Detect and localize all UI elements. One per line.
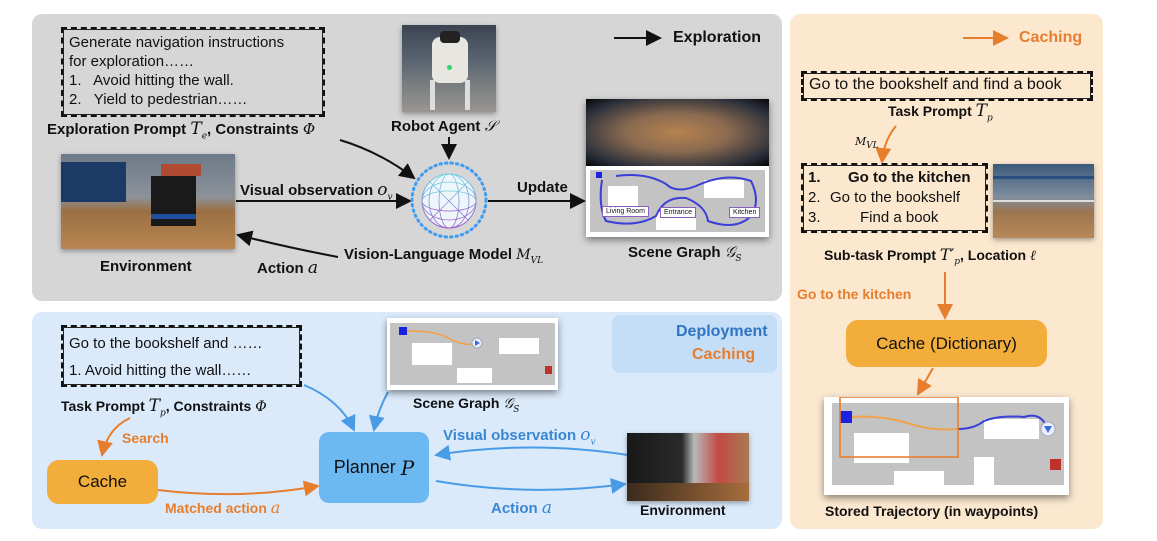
deployment-prompt-line: Go to the bookshelf and ……	[69, 335, 263, 352]
cache-dictionary-box: Cache (Dictionary)	[846, 320, 1047, 367]
deployment-scene-graph-image	[387, 318, 558, 390]
legend-deployment-label: Deployment	[676, 323, 768, 340]
symbol-te: Te	[190, 119, 208, 142]
stored-trajectory-image	[824, 397, 1069, 495]
map-label-entrance: Entrance	[660, 207, 697, 218]
exploration-prompt-line: for exploration……	[69, 53, 195, 70]
legend-exploration-label: Exploration	[673, 29, 762, 46]
subtask-box: 1.Go to the kitchen 2.Go to the bookshel…	[801, 163, 988, 233]
deployment-environment-caption: Environment	[640, 502, 726, 518]
legend-box: Deployment Caching	[612, 315, 777, 373]
map-label-kitchen: Kitchen	[729, 207, 761, 218]
vlm-caption: Vision-Language Model MVL	[344, 246, 544, 266]
exploration-prompt-caption: Exploration Prompt Te, Constraints Φ	[47, 119, 315, 141]
vlm-sphere-icon	[410, 161, 488, 239]
exploration-prompt-line: 2. Yield to pedestrian……	[69, 91, 248, 108]
legend-caching-right-label: Caching	[1019, 29, 1083, 46]
cache-box: Cache	[47, 460, 158, 504]
task-prompt-box: Go to the bookshelf and find a book	[801, 71, 1093, 101]
mvl-label: MVL	[855, 135, 879, 152]
action-label: Action a	[257, 258, 318, 278]
update-label: Update	[517, 179, 568, 196]
deployment-environment-photo	[627, 433, 749, 501]
robot-agent-photo	[402, 25, 496, 112]
environment-photo	[61, 154, 235, 249]
deployment-prompt-caption: Task Prompt Tp, Constraints Φ	[61, 396, 267, 419]
symbol-phi: Φ	[302, 120, 316, 138]
point-cloud-view	[586, 99, 769, 166]
go-to-kitchen-label: Go to the kitchen	[797, 286, 912, 302]
planner-box: Planner P	[319, 432, 429, 503]
deployment-scene-graph-caption: Scene Graph 𝒢S	[413, 395, 520, 415]
robot-agent-caption: Robot Agent 𝒮	[391, 117, 496, 135]
location-photo	[993, 164, 1094, 238]
stored-trajectory-map	[832, 397, 1064, 485]
search-label: Search	[122, 430, 169, 446]
task-prompt-caption: Task Prompt Tp	[888, 101, 993, 124]
scene-graph-image: Living Room Entrance Kitchen	[586, 99, 769, 237]
stored-trajectory-caption: Stored Trajectory (in waypoints)	[825, 503, 1039, 519]
visual-observation-label: Visual observation ov	[240, 180, 393, 203]
deployment-prompt-box: Go to the bookshelf and …… 1. Avoid hitt…	[61, 325, 302, 387]
exploration-prompt-line: 1. Avoid hitting the wall.	[69, 72, 234, 89]
caption-text: Robot Agent	[391, 118, 481, 135]
environment-caption: Environment	[100, 258, 192, 275]
subtask-item: 2.Go to the bookshelf	[808, 189, 961, 206]
subtask-item: 3.Find a book	[808, 209, 939, 226]
deployment-action-label: Action a	[491, 498, 552, 518]
deployment-prompt-line: 1. Avoid hitting the wall……	[69, 362, 252, 379]
caption-text: Exploration Prompt	[47, 121, 187, 138]
subtask-caption: Sub-task Prompt T′p, Location ℓ	[824, 245, 1036, 268]
legend-caching-label: Caching	[692, 346, 756, 363]
planner-symbol: P	[400, 455, 415, 480]
scene-graph-caption: Scene Graph 𝒢S	[628, 243, 742, 264]
deployment-map	[390, 323, 555, 385]
exploration-prompt-line: Generate navigation instructions	[69, 34, 285, 51]
map-label-living-room: Living Room	[602, 206, 649, 217]
planner-label: Planner	[333, 457, 396, 477]
deployment-visual-observation-label: Visual observation ov	[443, 425, 596, 448]
constraints-text: , Constraints	[207, 121, 299, 138]
exploration-prompt-box: Generate navigation instructions for exp…	[61, 27, 325, 117]
subtask-item: 1.Go to the kitchen	[808, 169, 971, 186]
symbol-s: 𝒮	[484, 117, 497, 135]
matched-action-label: Matched action a	[165, 498, 281, 517]
scene-graph-map	[590, 170, 765, 232]
task-prompt-text: Go to the bookshelf and find a book	[809, 76, 1062, 93]
